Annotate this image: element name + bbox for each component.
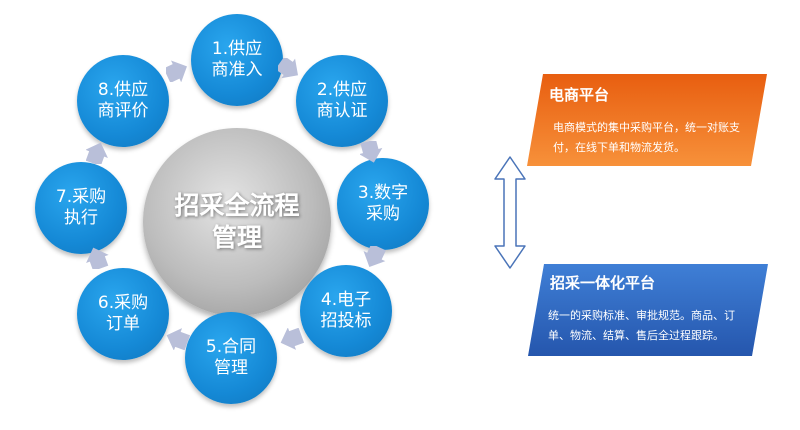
step-3-label: 3.数字 采购 — [357, 183, 409, 224]
integrated-card-shape — [528, 264, 768, 356]
ecommerce-card: 电商平台 电商模式的集中采购平台，统一对账支付，在线下单和物流发货。 — [527, 74, 767, 166]
arrow-5-to-6 — [166, 328, 190, 350]
ecommerce-card-title: 电商平台 — [549, 86, 610, 104]
center-label: 招采全流程 管理 — [174, 191, 300, 252]
step-5-label: 5.合同 管理 — [205, 337, 257, 378]
step-4-circle: 4.电子 招投标 — [300, 265, 392, 357]
step-3-circle: 3.数字 采购 — [337, 158, 429, 250]
arrow-7-to-8 — [86, 142, 108, 164]
integrated-card-title: 招采一体化平台 — [550, 274, 656, 292]
step-6-label: 6.采购 订单 — [97, 293, 149, 334]
double-arrow-icon — [494, 156, 526, 269]
ecommerce-card-shape — [527, 74, 767, 166]
ecommerce-card-desc: 电商模式的集中采购平台，统一对账支付，在线下单和物流发货。 — [553, 121, 740, 154]
step-4-label: 4.电子 招投标 — [320, 290, 372, 331]
step-8-circle: 8.供应 商评价 — [77, 55, 169, 147]
arrow-3-to-4 — [363, 246, 386, 267]
arrow-2-to-3 — [360, 141, 383, 163]
arrow-4-to-5 — [280, 328, 304, 350]
step-5-circle: 5.合同 管理 — [185, 312, 277, 404]
center-circle: 招采全流程 管理 — [143, 128, 331, 316]
step-7-circle: 7.采购 执行 — [35, 162, 127, 254]
step-2-label: 2.供应 商认证 — [316, 80, 368, 121]
arrow-8-to-1 — [166, 60, 187, 82]
integrated-card: 招采一体化平台 统一的采购标准、审批规范。商品、订单、物流、结算、售后全过程跟踪… — [528, 264, 768, 356]
step-2-circle: 2.供应 商认证 — [296, 55, 388, 147]
integrated-card-desc: 统一的采购标准、审批规范。商品、订单、物流、结算、售后全过程跟踪。 — [548, 309, 735, 342]
step-1-label: 1.供应 商准入 — [211, 39, 263, 80]
step-8-label: 8.供应 商评价 — [97, 80, 149, 121]
arrow-1-to-2 — [278, 58, 299, 79]
step-1-circle: 1.供应 商准入 — [191, 14, 283, 106]
step-7-label: 7.采购 执行 — [55, 187, 107, 228]
arrow-6-to-7 — [86, 247, 109, 269]
step-6-circle: 6.采购 订单 — [77, 268, 169, 360]
